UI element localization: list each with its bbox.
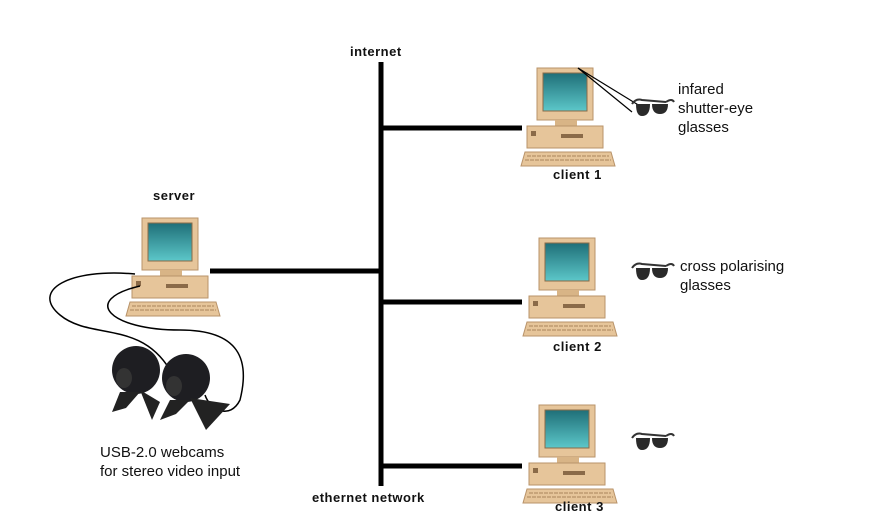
webcam-left-icon bbox=[112, 346, 160, 420]
polarising-glasses-icon bbox=[631, 262, 675, 281]
server-label: server bbox=[153, 188, 196, 203]
client3-label: client 3 bbox=[555, 499, 604, 514]
shutter-glasses-label: infared shutter-eye glasses bbox=[678, 81, 754, 136]
webcams-label: USB-2.0 webcams for stereo video input bbox=[100, 444, 241, 480]
webcam-right-icon bbox=[160, 354, 230, 430]
client1-label: client 1 bbox=[553, 167, 602, 182]
polarising-glasses-label: cross polarising glasses bbox=[680, 258, 785, 294]
internet-label: internet bbox=[350, 44, 402, 59]
client3-glasses-icon bbox=[631, 432, 675, 451]
client2-label: client 2 bbox=[553, 339, 602, 354]
client2-computer-icon bbox=[522, 237, 618, 337]
client3-computer-icon bbox=[522, 404, 618, 504]
server-computer-icon bbox=[125, 217, 221, 317]
ethernet-label: ethernet network bbox=[312, 490, 425, 505]
shutter-glasses-icon bbox=[631, 98, 675, 117]
